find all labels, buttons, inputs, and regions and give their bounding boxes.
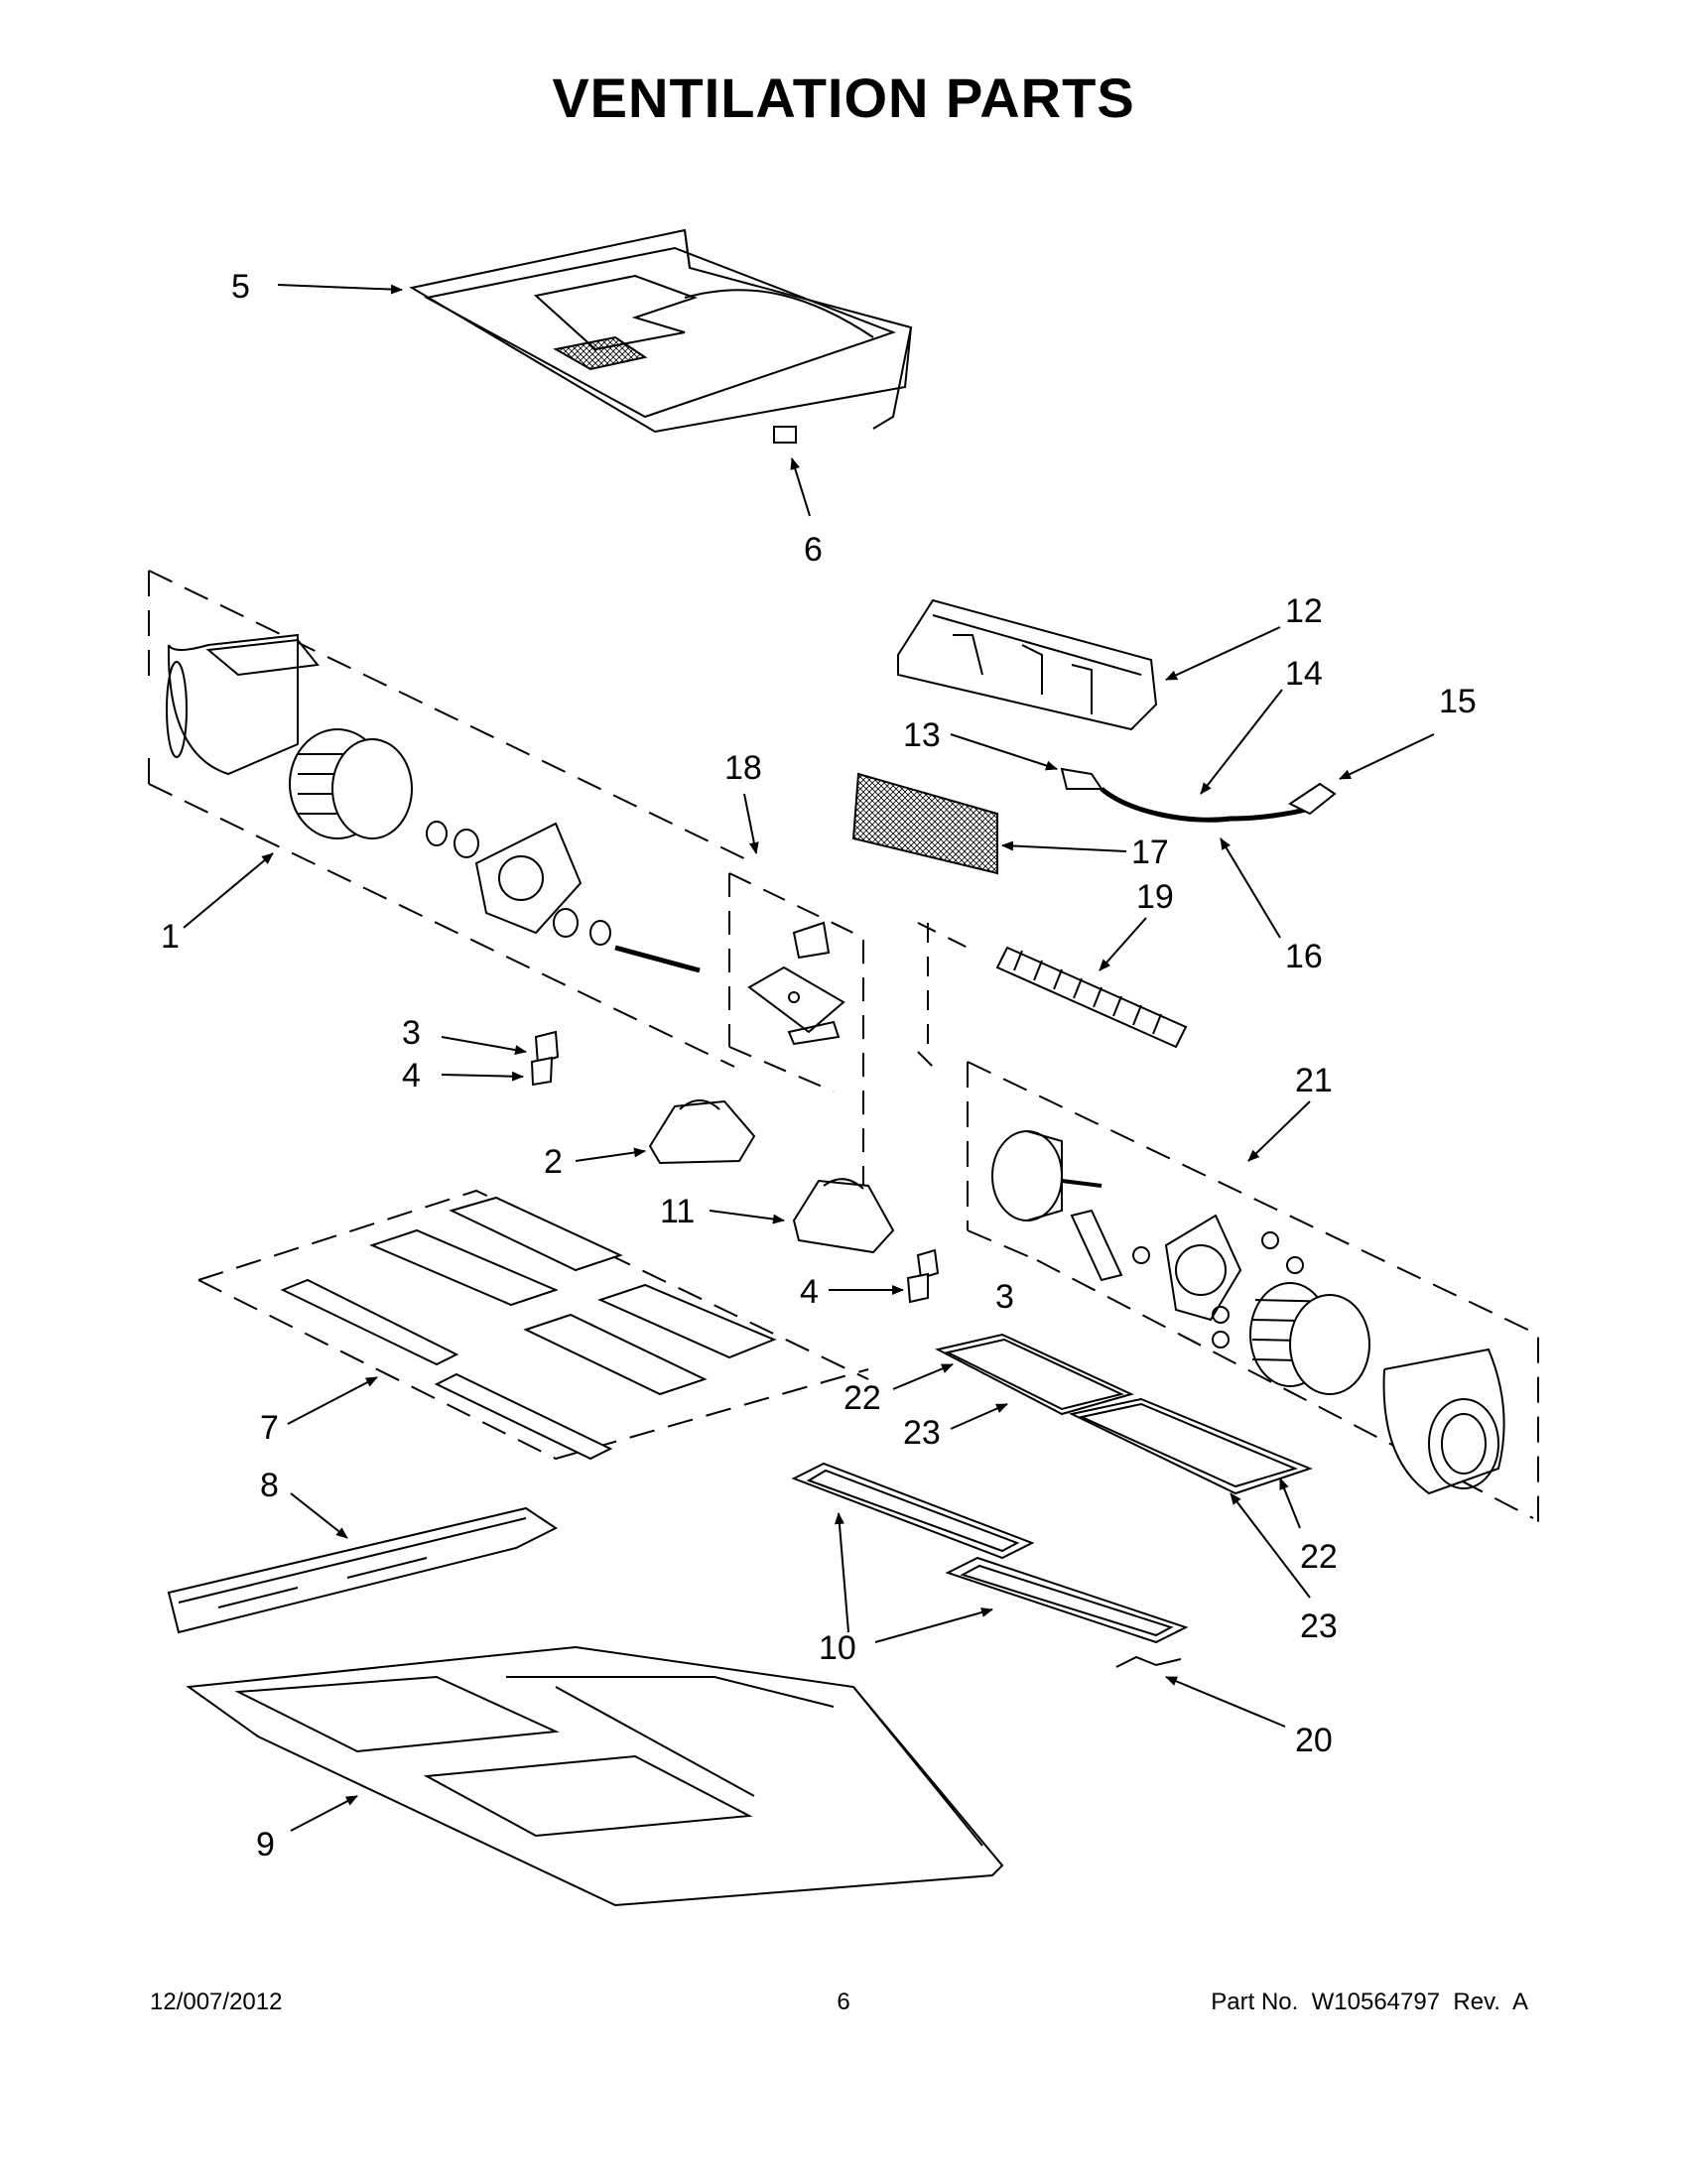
callout-18: 18 [724,749,762,787]
callout-11: 11 [660,1193,695,1230]
part-3-4-fitting-a [530,1030,560,1087]
callout-14: 14 [1285,655,1323,693]
callout-3a: 3 [402,1014,421,1052]
callout-17: 17 [1131,834,1169,871]
callout-22a: 22 [844,1379,881,1417]
callout-20: 20 [1295,1722,1333,1759]
page-title: VENTILATION PARTS [552,66,1135,129]
part-21-fan-assembly [967,1061,1539,1528]
callout-10: 10 [819,1629,856,1667]
callout-leaders [183,284,1435,1832]
callout-8: 8 [260,1467,279,1504]
callout-13: 13 [903,716,941,754]
callout-6: 6 [804,531,823,569]
callout-labels: 5 6 1 18 12 14 15 13 17 19 16 3 4 2 21 1… [161,268,1477,1863]
part-18-damper-group [728,872,864,1191]
callout-7: 7 [260,1409,279,1447]
part-7-filter-frames [197,1189,869,1461]
callout-5: 5 [231,268,250,306]
callout-19: 19 [1136,878,1174,916]
callout-4b: 4 [800,1273,819,1311]
callout-4a: 4 [402,1057,421,1094]
callout-12: 12 [1285,592,1323,630]
part-2-duct-cap [648,1099,756,1165]
part-22-23-filters [935,1333,1313,1495]
part-3-4-fitting-b [906,1248,940,1304]
callout-15: 15 [1439,683,1477,720]
footer-part-number: Part No. W10564797 Rev. A [1211,1989,1528,2015]
callout-16: 16 [1285,938,1323,975]
part-17-filter-card [851,772,998,875]
callout-23b: 23 [1300,1607,1338,1645]
callout-21: 21 [1295,1062,1333,1099]
part-11-duct-cap [792,1178,895,1254]
callout-1: 1 [161,918,180,956]
callout-9: 9 [256,1826,275,1863]
part-5-vent-plate [409,228,913,444]
part-10-grease-filters [791,1462,1189,1668]
part-14-wire-harness [1060,767,1337,823]
part-19-heater-roll [917,922,1188,1068]
callout-22b: 22 [1300,1538,1338,1576]
footer-date: 12/007/2012 [150,1989,283,2015]
part-9-bottom-plate [186,1645,1004,1907]
part-8-rail [167,1506,558,1634]
callout-3b: 3 [995,1278,1014,1316]
callout-2: 2 [544,1143,563,1181]
callout-23a: 23 [903,1414,941,1452]
part-1-blower-assembly [148,570,755,1068]
footer-page-number: 6 [837,1989,850,2015]
part-12-control-bracket [897,598,1158,731]
